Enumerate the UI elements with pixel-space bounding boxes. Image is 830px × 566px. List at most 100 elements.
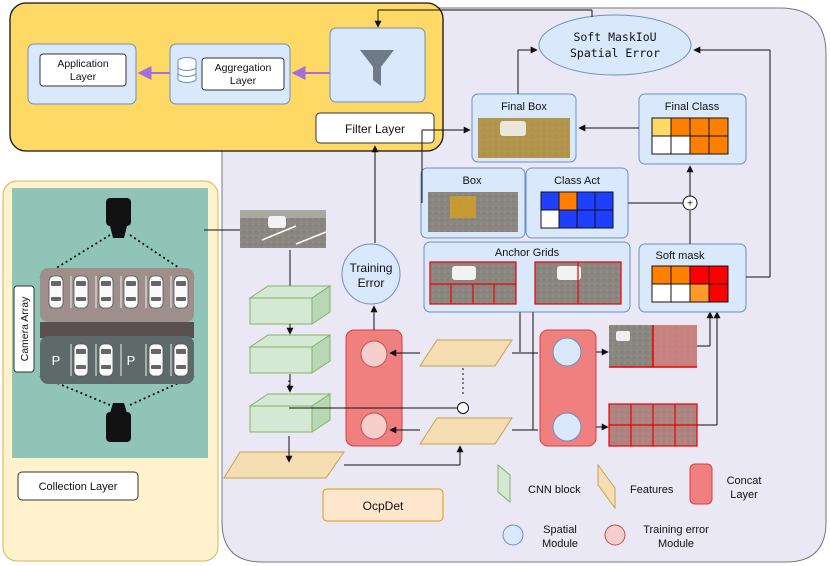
grid-cell <box>576 209 596 229</box>
grid-cell <box>708 117 729 137</box>
final-box-label: Final Box <box>501 101 547 113</box>
legend-concat-line2: Layer <box>730 489 758 501</box>
legend-features-label: Features <box>630 484 674 496</box>
cars-upper <box>48 275 189 309</box>
box-module[interactable]: Box <box>420 167 526 239</box>
class-act-label: Class Act <box>554 175 600 187</box>
grid-cell <box>689 283 710 303</box>
grid-cell <box>651 117 672 137</box>
class-act-module[interactable]: Class Act <box>525 167 629 239</box>
feature-map-mid-top <box>419 339 513 367</box>
grid-cell <box>558 209 578 229</box>
collection-layer-label: Collection Layer <box>39 481 118 493</box>
camera-icon <box>106 403 131 442</box>
final-class-module[interactable]: Final Class <box>638 93 747 165</box>
grid-cell <box>594 209 614 229</box>
legend-concat-swatch <box>689 463 713 505</box>
cnn-ellipsis: ⋮ <box>283 378 295 392</box>
grid-cell <box>540 191 560 211</box>
spatial-module-top <box>552 337 582 367</box>
car-icon <box>73 343 89 377</box>
grid-cell <box>689 117 710 137</box>
training-error-module-top <box>360 340 388 368</box>
grid-cell <box>708 265 729 285</box>
ocpdet-label: OcpDet <box>363 499 404 513</box>
anchor-grid-image-right <box>534 261 622 305</box>
car-icon <box>98 343 114 377</box>
output-image-top <box>609 325 697 368</box>
cnn-blocks <box>248 285 332 433</box>
grid-cell <box>558 191 578 211</box>
anchor-grid-image-left <box>429 261 517 305</box>
application-layer-module[interactable]: Application Layer <box>27 43 137 105</box>
filter-layer-label: Filter Layer <box>345 122 405 136</box>
soft-maskiou-node: Soft MaskIoU Spatial Error <box>538 14 692 76</box>
grid-cell <box>708 283 729 303</box>
car-icon <box>98 275 114 309</box>
feature-map-bottom <box>223 451 345 479</box>
legend-concat-line1: Concat <box>727 475 762 487</box>
legend-cnn-label: CNN block <box>528 484 581 496</box>
cnn-block <box>248 393 332 433</box>
collection-layer-label-box: Collection Layer <box>17 471 139 501</box>
grid-cell <box>670 283 691 303</box>
final-box-module[interactable]: Final Box <box>471 93 577 163</box>
input-image <box>240 210 327 248</box>
training-error-line1: Training <box>350 261 393 275</box>
grid-cell <box>651 135 672 155</box>
legend-features-swatch <box>597 463 616 510</box>
grid-cell <box>689 265 710 285</box>
grid-cell <box>540 209 560 229</box>
final-class-grid <box>651 117 729 155</box>
spatial-module-bottom <box>552 412 582 442</box>
filter-layer-label-box: Filter Layer <box>315 112 435 144</box>
car-icon <box>148 343 164 377</box>
grid-cell <box>576 191 596 211</box>
filter-module[interactable] <box>329 27 426 103</box>
legend: CNN block Features Concat Layer Spatial … <box>497 463 762 550</box>
grid-cell <box>670 265 691 285</box>
soft-maskiou-line1: Soft MaskIoU <box>573 30 656 44</box>
soft-mask-grid <box>651 265 729 303</box>
legend-spatial-swatch <box>502 524 524 546</box>
aggregation-layer-line1: Aggregation <box>215 62 272 74</box>
junction-node <box>457 402 469 414</box>
anchor-grids-module[interactable]: Anchor Grids <box>423 241 631 313</box>
car-icon <box>123 275 139 309</box>
car-icon <box>48 275 64 309</box>
car-icon <box>148 275 164 309</box>
aggregation-layer-module[interactable]: Aggregation Layer <box>169 43 291 105</box>
car-icon <box>173 343 189 377</box>
grid-cell <box>594 191 614 211</box>
grid-cell <box>670 135 691 155</box>
car-icon <box>73 275 89 309</box>
final-class-label: Final Class <box>665 101 720 113</box>
soft-mask-module[interactable]: Soft mask <box>638 243 747 313</box>
grid-cell <box>708 135 729 155</box>
camera-array-label-box: Camera Array <box>13 285 35 373</box>
application-layer-line1: Application <box>57 58 109 70</box>
legend-training-line2: Module <box>658 538 694 550</box>
svg-text:+: + <box>687 199 693 210</box>
legend-spatial-line1: Spatial <box>543 524 577 536</box>
training-error-module-bottom <box>360 412 388 440</box>
sum-node: + <box>682 195 698 211</box>
parking-letter: P <box>127 353 136 368</box>
camera-array-label: Camera Array <box>19 296 31 362</box>
training-error-line2: Error <box>358 276 385 290</box>
legend-cnn-swatch <box>497 463 511 504</box>
concat-layer-right <box>539 329 597 447</box>
camera-icon <box>106 198 131 238</box>
grid-cell <box>670 117 691 137</box>
aggregation-layer-line2: Layer <box>230 75 257 87</box>
parking-letter: P <box>52 353 61 368</box>
soft-maskiou-line2: Spatial Error <box>570 46 660 60</box>
feature-map-mid-bottom <box>419 417 513 445</box>
box-label: Box <box>463 175 482 187</box>
grid-cell <box>651 283 672 303</box>
legend-training-line1: Training error <box>643 524 709 536</box>
cnn-block <box>248 285 332 325</box>
grid-cell <box>689 135 710 155</box>
